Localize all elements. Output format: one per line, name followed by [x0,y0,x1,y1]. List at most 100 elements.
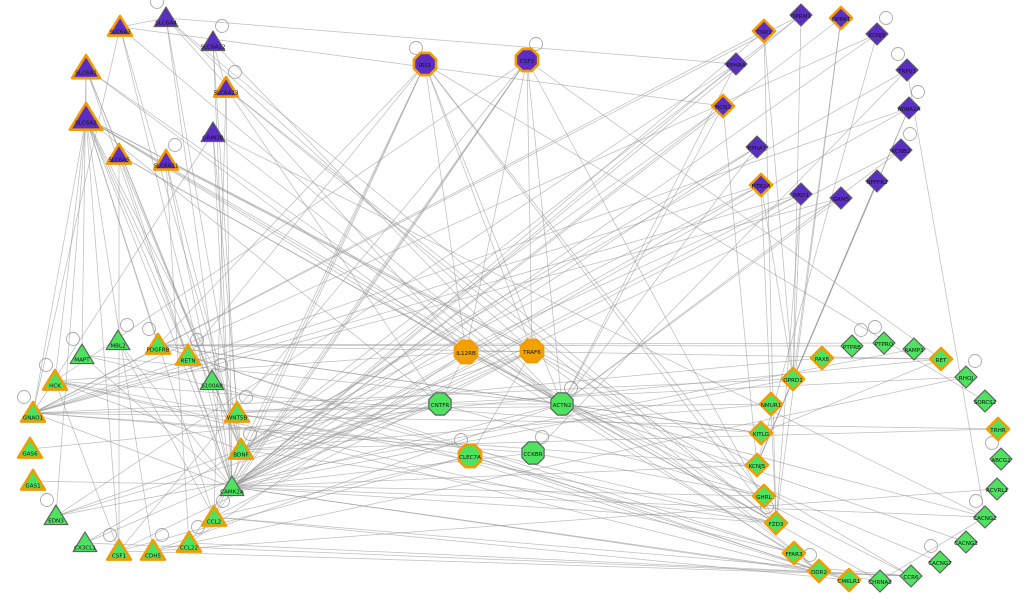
node-abcg2[interactable]: ABCG2 [989,447,1013,471]
node-sorcs2[interactable]: SORCS2 [973,389,997,413]
edge-chrna3-cacng2 [879,516,986,582]
edge-ddr2-slc6a13 [225,87,820,572]
node-ccr6[interactable]: CCR6 [899,564,923,588]
node-csf2[interactable]: CSF2 [514,47,540,73]
node-slc6a12[interactable]: SLC6A12 [200,30,226,52]
node-ret[interactable]: RET [928,346,954,372]
node-cckbr[interactable]: CCKBR [521,441,545,465]
node-shape [895,58,919,82]
selfloop-slc6a11 [168,138,182,152]
edge-mbl2-camk2a [117,340,233,488]
node-hcn1[interactable]: HCN1 [710,93,736,119]
node-shape [105,538,133,561]
node-gnao1[interactable]: GNAO1 [19,400,47,423]
node-shape [105,142,133,165]
node-gas1[interactable]: GAS1 [19,468,47,491]
node-shape [758,391,784,417]
edge-slc6a2-camk2a [85,117,233,488]
node-slc6a4[interactable]: SLC6A4 [153,6,179,28]
node-shape [840,334,864,358]
node-shape [928,550,952,574]
node-irs1[interactable]: IRS1 [412,51,438,77]
edge-slc6a4-traf6 [165,17,533,352]
edge-htr2a-bdnf [240,184,762,451]
edge-slc6a2-il12rb [85,117,467,353]
node-cmklr1[interactable]: CMKLR1 [836,567,862,593]
node-edn3[interactable]: EDN3 [43,504,69,526]
edge-ccl22-ccr6 [188,542,912,577]
edge-slc6a3-actn2 [119,26,563,405]
edge-csf2-actn2 [526,59,563,405]
edge-csf2-camk2a [231,59,528,488]
node-shape [223,400,251,423]
node-clec7a[interactable]: CLEC7A [457,443,483,469]
edge-irs1-fzd3 [424,63,777,524]
node-cdh5[interactable]: CDH5 [139,538,167,561]
node-epha7[interactable]: EPHA7 [745,135,769,159]
selfloop-cacng7 [924,539,938,553]
node-cacng3[interactable]: CACNG3 [954,530,978,554]
edge-bdnf-hck [54,380,242,451]
edge-irs1-il12rb [424,63,467,353]
node-shape [453,339,479,365]
node-csf1[interactable]: CSF1 [105,538,133,561]
node-shape [16,436,44,459]
node-cx3cl1[interactable]: CX3CL1 [72,531,98,553]
node-shape [428,392,452,416]
node-oprk1[interactable]: OPRK1 [828,5,854,31]
edge-camk2a-oprd1 [231,378,794,488]
node-cntfr[interactable]: CNTFR [428,392,452,416]
edge-wnt5b-fzd3 [236,412,777,524]
node-shape [200,121,226,143]
node-oprm1[interactable]: OPRM1 [789,3,813,27]
node-ddr2[interactable]: DDR2 [806,558,832,584]
node-adra2a[interactable]: ADRA2A [897,96,921,120]
node-chrna3[interactable]: CHRNA3 [868,569,892,593]
edge-mbl2-ccl2 [117,340,215,518]
node-shape [41,368,69,391]
node-hck[interactable]: HCK [41,368,69,391]
edge-s100a8-ddr2 [211,380,820,572]
selfloop-mbl2 [120,318,134,332]
node-cnr1[interactable]: CNR1 [751,18,777,44]
edge-drd1-gnao1 [32,193,802,414]
node-slc6a5[interactable]: SLC6A5 [105,142,133,165]
edge-cntfr-camk2a [231,403,441,488]
node-cacng2[interactable]: CACNG2 [973,505,997,529]
node-slc6a3[interactable]: SLC6A3 [106,14,134,37]
selfloop-ptpro [868,320,882,334]
node-kcnj9[interactable]: KCNJ9 [865,22,889,46]
node-ramp3[interactable]: RAMP3 [902,337,926,361]
node-mapt[interactable]: MAPT [69,343,95,365]
node-htr2a[interactable]: HTR2A [748,172,774,198]
node-ptprb[interactable]: PTPRB [840,334,864,358]
node-shape [865,22,889,46]
node-kcnb2[interactable]: KCNB2 [889,138,913,162]
selfloop-cdh5 [155,528,169,542]
edge-htr2a-fzd3 [760,184,777,524]
node-slc6a1[interactable]: SLC6A1 [70,53,102,80]
node-il12rb[interactable]: IL12RB [453,339,479,365]
node-grin2b[interactable]: GRIN2B [200,121,226,143]
edge-il12rb-ccr6 [465,351,912,577]
node-cacng7[interactable]: CACNG7 [928,550,952,574]
node-shape [457,443,483,469]
node-shape [748,420,774,446]
node-slc6a13[interactable]: SLC6A13 [212,75,240,98]
node-ghrl[interactable]: GHRL [751,483,777,509]
node-slc6a2[interactable]: SLC6A2 [68,101,104,131]
selfloop-pdgfrb [142,322,156,336]
node-acvrl1[interactable]: ACVRL1 [985,477,1009,501]
edge-cnr1-fzd3 [763,30,777,524]
node-fzd3[interactable]: FZD3 [763,510,789,536]
node-actn2[interactable]: ACTN2 [550,392,574,416]
node-traf6[interactable]: TRAF6 [519,338,545,364]
node-gas6[interactable]: GAS6 [16,436,44,459]
node-shape [744,452,770,478]
edge-epha4-camk2a [231,63,737,488]
edge-pax8-ret [821,357,942,360]
edge-camk2a-ddr2 [231,486,820,572]
node-nmur1[interactable]: NMUR1 [758,391,784,417]
edge-slc6a2-csf1 [85,117,120,552]
